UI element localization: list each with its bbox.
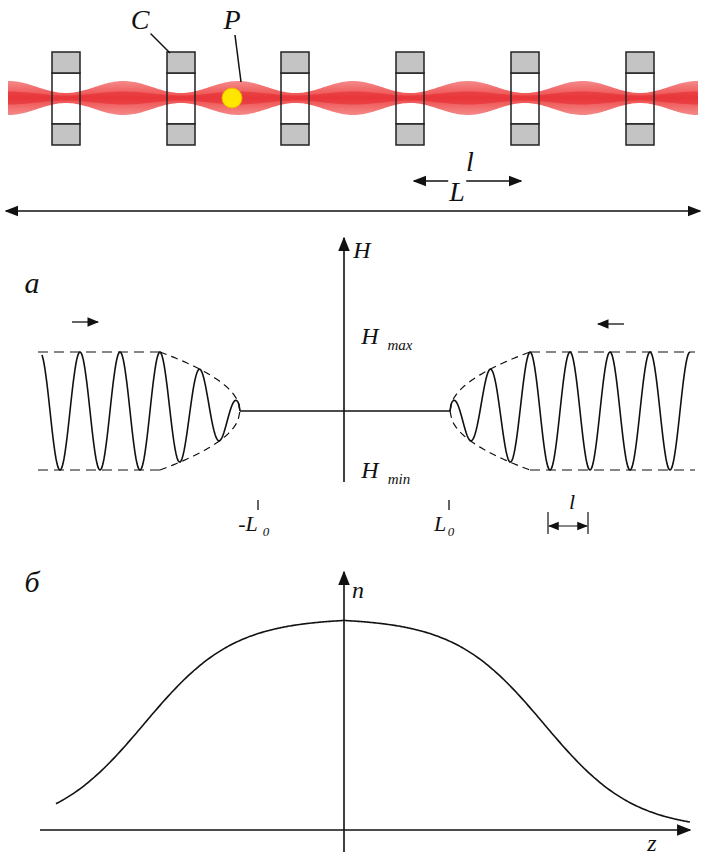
label: 0	[262, 525, 271, 538]
density-curve	[56, 620, 690, 822]
label: n	[351, 578, 365, 602]
label: H	[360, 324, 379, 348]
label: C	[130, 6, 151, 34]
amplitude-level	[38, 469, 160, 470]
envelope	[160, 352, 240, 411]
density-plot	[40, 572, 690, 852]
coil	[396, 52, 424, 145]
amplitude-level	[530, 469, 695, 470]
tick	[448, 500, 449, 510]
coil	[52, 52, 80, 145]
beam-envelope	[8, 81, 698, 115]
label: -L	[237, 513, 259, 535]
coil	[281, 52, 309, 145]
envelope	[450, 411, 530, 470]
dimension-tick	[587, 512, 588, 534]
zero-field-line	[240, 410, 450, 412]
label: P	[222, 6, 241, 34]
label: l	[465, 148, 475, 176]
coil	[511, 52, 539, 145]
period-dimension	[549, 525, 587, 526]
label: а	[24, 268, 41, 298]
n-axis	[343, 572, 345, 852]
label: H	[352, 238, 371, 262]
tick	[257, 500, 258, 510]
direction-arrow	[598, 323, 624, 324]
leader-line	[150, 33, 170, 53]
length-dimension	[6, 210, 700, 212]
label: L	[448, 178, 466, 206]
label: max	[387, 338, 414, 353]
label: l	[568, 491, 576, 513]
field-wave	[42, 352, 240, 470]
amplitude-level	[38, 351, 160, 352]
label: 0	[447, 525, 456, 538]
particle	[222, 88, 242, 108]
focusing-coils	[52, 52, 654, 145]
coil	[167, 52, 195, 145]
field-plot	[38, 238, 695, 534]
label: L	[433, 513, 447, 535]
amplitude-level	[530, 351, 695, 352]
z-axis	[40, 829, 690, 831]
period-dimension	[414, 180, 521, 182]
envelope	[450, 352, 530, 411]
label: H	[360, 458, 379, 482]
direction-arrow	[72, 321, 98, 322]
label: б	[23, 567, 40, 597]
label: min	[387, 472, 412, 487]
field-wave	[450, 352, 690, 470]
beam-core	[8, 92, 698, 105]
envelope	[160, 411, 240, 470]
particle-beam	[8, 81, 698, 115]
leader-line	[235, 35, 241, 82]
dimension-tick	[547, 512, 548, 534]
h-axis	[343, 238, 345, 482]
coil	[626, 52, 654, 145]
label: z	[646, 831, 657, 855]
